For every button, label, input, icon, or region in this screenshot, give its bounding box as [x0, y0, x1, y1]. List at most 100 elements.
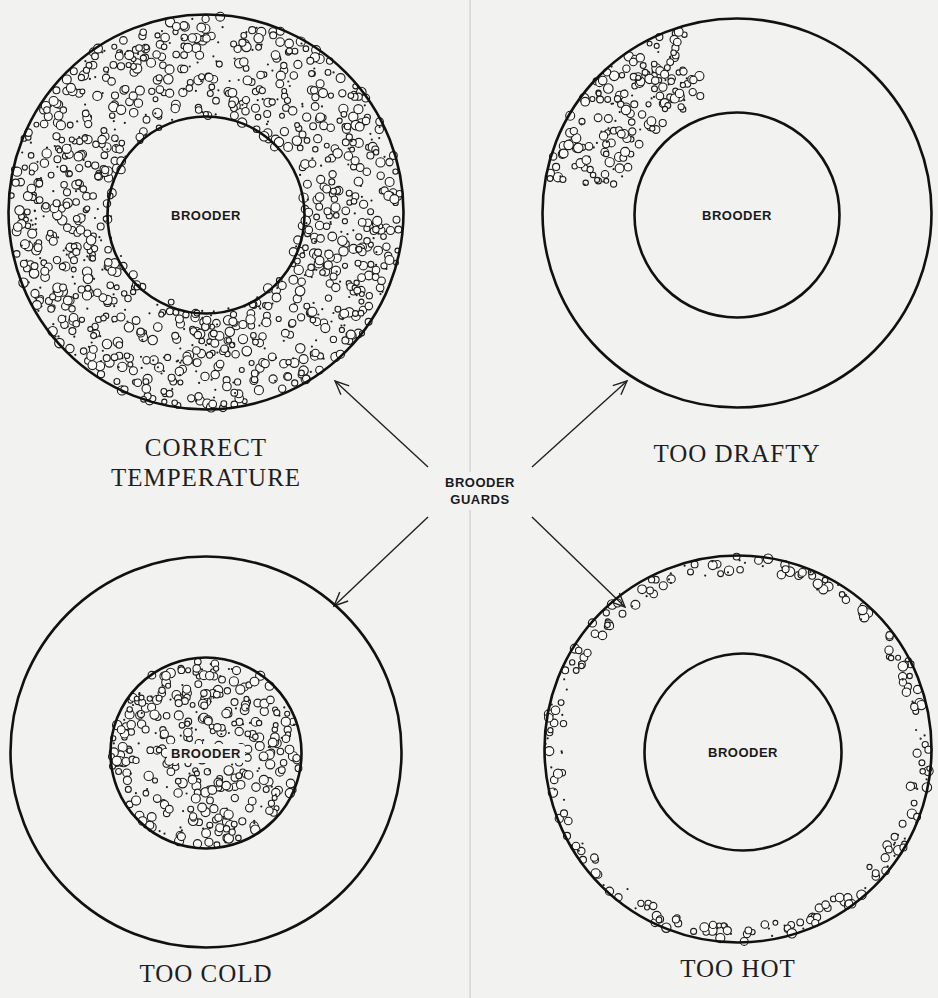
chick	[224, 766, 233, 775]
chick	[243, 76, 252, 85]
chick	[704, 575, 706, 577]
chick	[183, 43, 192, 52]
chick	[127, 721, 135, 729]
chick	[225, 327, 234, 336]
chick	[177, 833, 185, 841]
chick	[92, 162, 99, 169]
chick	[295, 286, 305, 296]
chick	[84, 60, 86, 62]
chick	[157, 366, 159, 368]
chick	[211, 370, 219, 378]
chick	[295, 123, 300, 128]
chick	[165, 805, 173, 813]
chick	[94, 217, 96, 219]
chick	[631, 94, 633, 96]
chick	[148, 312, 150, 314]
chick	[209, 84, 215, 90]
chick	[106, 148, 108, 150]
chick	[171, 104, 179, 112]
chick	[143, 357, 150, 364]
chick	[664, 65, 670, 71]
chick	[330, 320, 332, 322]
chick	[668, 78, 674, 84]
chick	[657, 916, 664, 923]
chick	[80, 186, 87, 193]
chick	[244, 754, 251, 761]
chick	[48, 306, 55, 313]
chick	[201, 668, 203, 670]
chick	[86, 236, 96, 246]
chick	[161, 33, 170, 42]
chick	[657, 51, 659, 53]
chick	[92, 53, 99, 60]
chick	[64, 315, 66, 317]
chick	[374, 246, 383, 255]
chick	[102, 339, 111, 348]
chick	[745, 927, 752, 934]
chick	[34, 244, 42, 252]
chick	[893, 855, 895, 857]
chick	[358, 219, 366, 227]
chick	[378, 137, 380, 139]
chick	[315, 221, 323, 229]
chick	[69, 306, 75, 312]
chick	[601, 170, 608, 177]
chick	[631, 605, 633, 607]
chick	[47, 230, 53, 236]
chick	[595, 177, 600, 182]
chick	[86, 308, 88, 310]
chick	[49, 237, 57, 245]
chick-groups	[9, 12, 934, 945]
chick	[885, 646, 893, 654]
chick	[317, 175, 325, 183]
chick	[342, 263, 347, 268]
chick	[120, 255, 122, 257]
chick	[678, 104, 684, 110]
chick	[631, 101, 638, 108]
chick	[135, 792, 137, 794]
chick	[860, 618, 862, 620]
chick	[316, 80, 324, 88]
chick	[289, 304, 297, 312]
chick	[287, 80, 289, 82]
chick	[208, 769, 210, 771]
chick	[235, 379, 241, 385]
chick	[651, 77, 659, 85]
chick	[124, 323, 134, 333]
chick	[85, 206, 90, 211]
chick	[570, 660, 575, 665]
chick	[175, 778, 181, 784]
chick	[762, 565, 764, 567]
chick	[116, 105, 125, 114]
chick	[393, 216, 400, 223]
chick	[167, 768, 175, 776]
chick	[205, 344, 207, 346]
chick	[744, 562, 746, 564]
chick	[251, 104, 259, 112]
chick	[86, 62, 92, 68]
chick	[183, 328, 185, 330]
chick	[275, 357, 277, 359]
chick	[924, 734, 926, 736]
chick	[926, 778, 928, 780]
chick	[299, 355, 308, 364]
chick	[231, 699, 238, 706]
chick	[71, 257, 78, 264]
chick	[69, 144, 71, 146]
chick	[256, 44, 262, 50]
chick	[150, 356, 159, 365]
chick	[257, 770, 259, 772]
chick	[214, 389, 216, 391]
chick	[188, 34, 196, 42]
chick	[360, 200, 368, 208]
chick	[98, 236, 100, 238]
chick	[204, 769, 210, 775]
chick	[197, 23, 206, 32]
chick	[354, 287, 361, 294]
chick	[311, 103, 319, 111]
chick	[181, 829, 183, 831]
chick	[234, 392, 236, 394]
chick	[40, 159, 48, 167]
chick	[310, 317, 316, 323]
chick	[66, 156, 68, 158]
